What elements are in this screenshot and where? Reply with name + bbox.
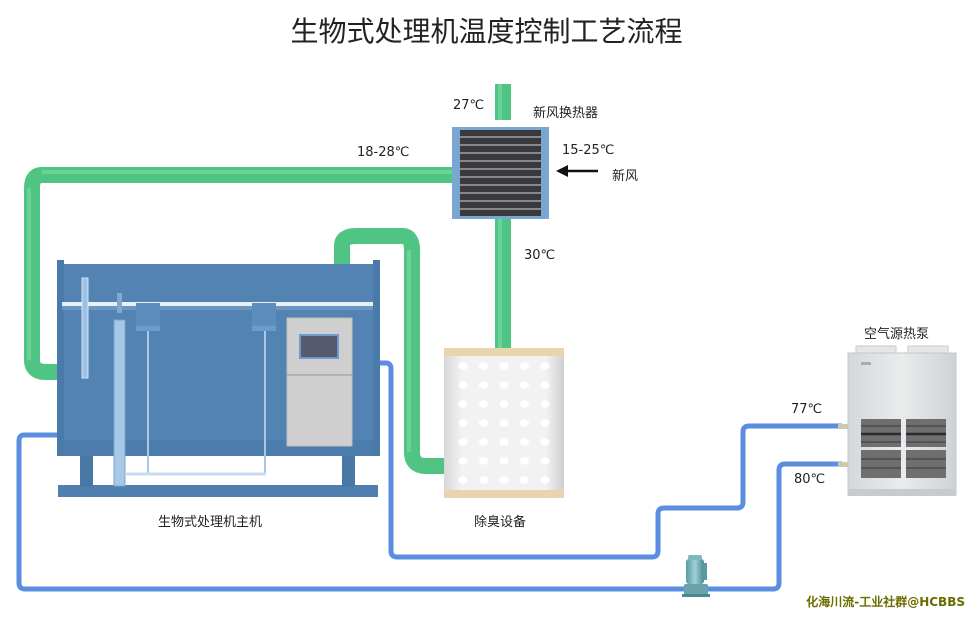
perforation-hole: [520, 476, 529, 484]
level-gauge: [81, 277, 89, 379]
perforation-hole: [458, 381, 468, 389]
label-deodorizer: 除臭设备: [474, 515, 527, 530]
perforation-hole: [540, 400, 550, 408]
temp-hx-left-line: 18-28℃: [357, 145, 410, 160]
fresh-air-heat-exchanger[interactable]: [452, 127, 549, 219]
perforation-hole: [499, 381, 509, 389]
perforation-hole: [540, 419, 550, 427]
perforation-hole: [540, 457, 550, 465]
perforation-hole: [479, 400, 488, 408]
perforation-hole: [479, 419, 488, 427]
perforation-hole: [479, 438, 488, 446]
water-pipe-return: [16, 432, 842, 592]
label-fresh-air: 新风: [612, 169, 639, 184]
bio-processor-main-unit[interactable]: [57, 260, 380, 497]
deodorizer-perforations: [458, 362, 550, 484]
circulation-pump-icon[interactable]: [682, 555, 710, 597]
perforation-hole: [479, 476, 488, 484]
perforation-hole: [458, 362, 468, 370]
temp-hx-top: 27℃: [453, 98, 485, 113]
air-pipe-highlights: [27, 84, 502, 452]
perforation-hole: [458, 476, 468, 484]
watermark: 化海川流-工业社群@HCBBS: [806, 595, 965, 609]
perforation-hole: [458, 457, 468, 465]
water-pipe-network: [16, 360, 842, 592]
air-pipe-main-to-deodorizer: [334, 228, 446, 474]
control-cabinet[interactable]: [286, 317, 353, 447]
perforation-hole: [520, 438, 529, 446]
water-pipe-supply: [378, 360, 842, 560]
vertical-cylinder: [113, 319, 126, 487]
heat-pump-logo: [861, 362, 871, 365]
temp-heat-pump-in: 80℃: [794, 472, 826, 487]
hx-fins: [460, 136, 541, 210]
perforation-hole: [499, 438, 509, 446]
page-title: 生物式处理机温度控制工艺流程: [290, 15, 683, 48]
perforation-hole: [520, 381, 529, 389]
perforation-hole: [499, 419, 509, 427]
perforation-hole: [499, 476, 509, 484]
perforation-hole: [458, 438, 468, 446]
perforation-hole: [499, 400, 509, 408]
label-main-unit: 生物式处理机主机: [158, 515, 263, 530]
label-heat-exchanger: 新风换热器: [533, 106, 599, 121]
perforation-hole: [520, 400, 529, 408]
perforation-hole: [540, 476, 550, 484]
temp-heat-pump-out: 77℃: [791, 402, 823, 417]
air-source-heat-pump[interactable]: [838, 345, 957, 496]
heat-pump-grilles: [861, 419, 946, 478]
perforation-hole: [499, 362, 509, 370]
fresh-air-arrow-icon: [556, 165, 598, 177]
perforation-hole: [479, 362, 488, 370]
perforation-hole: [458, 419, 468, 427]
air-pipe-network: [24, 84, 511, 474]
air-pipe-hx-to-main: [24, 167, 452, 380]
heat-pump-outlet-fitting: [838, 424, 848, 429]
perforation-hole: [520, 457, 529, 465]
deodorizer-unit[interactable]: [444, 348, 564, 498]
perforation-hole: [520, 362, 529, 370]
heat-pump-inlet-fitting: [838, 462, 848, 467]
perforation-hole: [479, 381, 488, 389]
perforation-hole: [499, 457, 509, 465]
temp-hx-bottom-line: 30℃: [524, 248, 556, 263]
perforation-hole: [540, 362, 550, 370]
perforation-hole: [540, 438, 550, 446]
control-display: [299, 334, 339, 359]
temp-fresh-air: 15-25℃: [562, 143, 615, 158]
label-heat-pump: 空气源热泵: [864, 327, 930, 342]
perforation-hole: [540, 381, 550, 389]
perforation-hole: [458, 400, 468, 408]
perforation-hole: [520, 419, 529, 427]
perforation-hole: [479, 457, 488, 465]
